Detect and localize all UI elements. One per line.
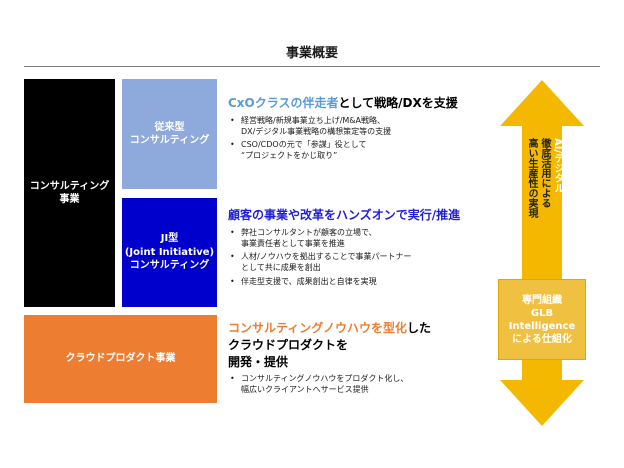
cloud-heading-rest-3: 開発・提供	[228, 354, 289, 369]
traditional-heading-rest: として戦略/DXを支援	[338, 96, 458, 110]
ji-box-label-line1: JI型	[160, 233, 179, 245]
bullet-line: DX/デジタル事業戦略の構想策定等の支援	[241, 126, 392, 136]
bullet-line: 経営戦略/新規事業立ち上げ/M&A戦略、	[241, 115, 386, 125]
arrow-text-line3: 高い生産性の実現	[526, 138, 537, 218]
bullet-line: 弊社コンサルタントが顧客の立場で、	[241, 227, 377, 237]
traditional-heading: CxOクラスの伴走者として戦略/DXを支援	[228, 95, 518, 112]
cloud-heading: コンサルティングノウハウを型化した クラウドプロダクトを 開発・提供	[228, 320, 488, 370]
double-arrow-icon	[500, 80, 584, 426]
list-item: CSO/CDOの元で「参謀」役として“プロジェクトをかじ取り”	[228, 140, 518, 162]
list-item: 弊社コンサルタントが顧客の立場で、事業責任者として事業を推進	[228, 228, 518, 250]
cloud-heading-rest-2: クラウドプロダクトを	[228, 337, 349, 352]
cloud-heading-highlight: コンサルティングノウハウを型化	[228, 321, 408, 335]
traditional-section: CxOクラスの伴走者として戦略/DXを支援 経営戦略/新規事業立ち上げ/M&A戦…	[228, 95, 518, 165]
traditional-box-label-line2: コンサルティング	[129, 135, 210, 146]
page-title: 事業概要	[285, 46, 338, 61]
bullet-line: 事業責任者として事業を推進	[241, 238, 345, 248]
bullet-line: として共に成果を創出	[241, 263, 321, 273]
cloud-product-box: クラウドプロダクト事業	[24, 315, 217, 403]
ji-bullets: 弊社コンサルタントが顧客の立場で、事業責任者として事業を推進 人材/ノウハウを拠…	[228, 228, 518, 288]
arrow-text: AI/デジタル 徹底活用による 高い生産性の実現	[518, 138, 564, 258]
traditional-heading-highlight: CxOクラスの伴走者	[228, 96, 339, 110]
glb-intelligence-box: 専門組織 GLB Intelligence による仕組化	[498, 279, 586, 360]
ji-heading: 顧客の事業や改革をハンズオンで実行/推進	[228, 208, 461, 222]
traditional-bullets: 経営戦略/新規事業立ち上げ/M&A戦略、DX/デジタル事業戦略の構想策定等の支援…	[228, 116, 518, 162]
cloud-box-label: クラウドプロダクト事業	[65, 353, 176, 365]
ji-section: 顧客の事業や改革をハンズオンで実行/推進 弊社コンサルタントが顧客の立場で、事業…	[228, 207, 518, 291]
traditional-box-label-line1: 従来型	[154, 121, 185, 133]
arrow-text-line1: AI/デジタル	[552, 138, 563, 194]
arrow-text-line2: 徹底活用による	[539, 138, 550, 208]
bullet-line: 伴走型支援で、成果創出と自律を実現	[241, 276, 377, 286]
bullet-line: コンサルティングノウハウをプロダクト化し、	[241, 374, 409, 384]
list-item: 経営戦略/新規事業立ち上げ/M&A戦略、DX/デジタル事業戦略の構想策定等の支援	[228, 116, 518, 138]
cloud-heading-rest-1: した	[407, 321, 432, 335]
glb-line4: による仕組化	[512, 333, 572, 345]
glb-line1: 専門組織	[522, 294, 562, 306]
bullet-line: CSO/CDOの元で「参謀」役として	[241, 140, 367, 150]
glb-line2: GLB	[530, 307, 554, 319]
ji-box-label-line2: (Joint Initiative)	[124, 246, 215, 258]
bullet-line: 人材/ノウハウを拠出することで事業パートナー	[241, 252, 412, 262]
consulting-box-label-line2: 事業	[59, 194, 80, 205]
cloud-section: コンサルティングノウハウを型化した クラウドプロダクトを 開発・提供 コンサルテ…	[228, 320, 488, 399]
list-item: 伴走型支援で、成果創出と自律を実現	[228, 277, 518, 288]
title-divider	[24, 66, 600, 67]
cloud-bullets: コンサルティングノウハウをプロダクト化し、幅広いクライアントへサービス提供	[228, 374, 488, 396]
bullet-line: 幅広いクライアントへサービス提供	[241, 385, 369, 395]
ji-box-label-line3: コンサルティング	[129, 260, 210, 272]
bullet-line: “プロジェクトをかじ取り”	[241, 151, 338, 161]
traditional-consulting-box: 従来型 コンサルティング	[122, 79, 217, 189]
list-item: コンサルティングノウハウをプロダクト化し、幅広いクライアントへサービス提供	[228, 374, 488, 396]
glb-line3: Intelligence	[508, 320, 576, 332]
consulting-box-label-line1: コンサルティング	[29, 180, 110, 192]
ji-consulting-box: JI型 (Joint Initiative) コンサルティング	[122, 198, 217, 307]
consulting-business-box: コンサルティング 事業	[24, 79, 115, 307]
